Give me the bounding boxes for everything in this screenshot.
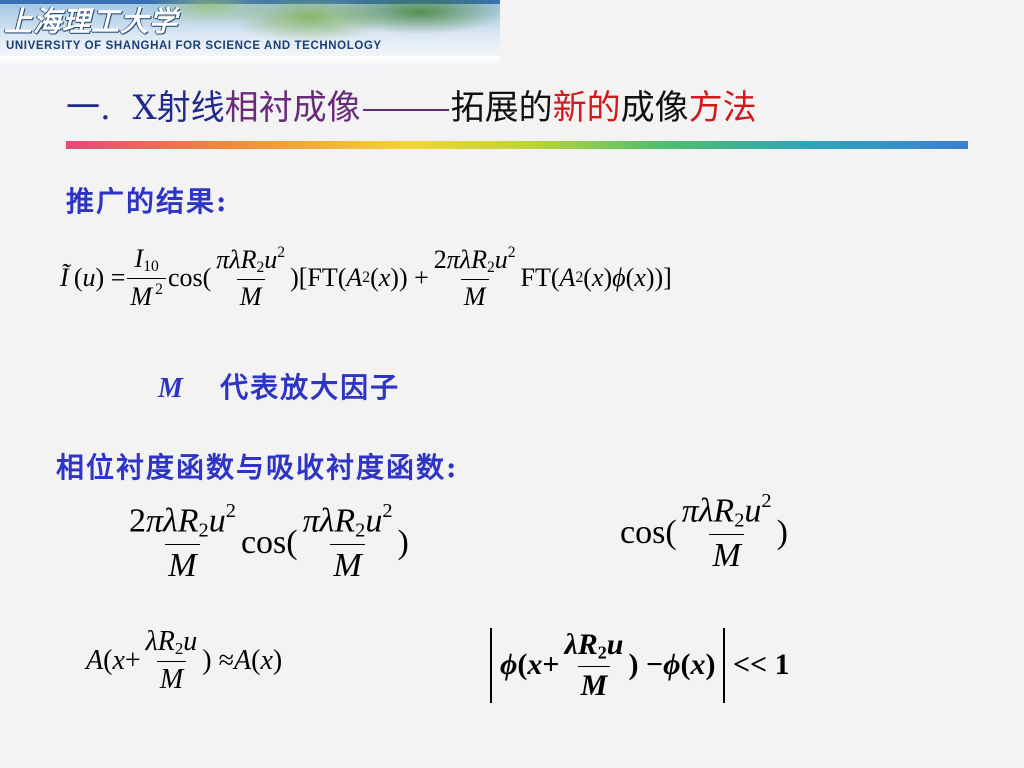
title-part3: 拓展的 [450,88,553,128]
label-generalized-result: 推广的结果: [66,185,229,218]
m-symbol: M [158,373,185,404]
title-part2: 相衬成像 [224,88,361,128]
title-part6: 方法 [688,88,757,128]
slide-title: 一. X射线相衬成像 拓展的新的成像方法 [66,84,757,132]
university-logo-chinese: 上海理工大学 [4,5,179,38]
title-rainbow-divider [66,141,968,149]
university-logo-english: UNIVERSITY OF SHANGHAI FOR SCIENCE AND T… [6,40,382,52]
title-dash [362,109,449,111]
label-contrast-functions: 相位衬度函数与吸收衬度函数: [56,451,459,484]
title-part5: 成像 [620,88,689,128]
banner-underlay [0,56,500,68]
title-part4: 新的 [552,88,621,128]
title-prefix: 一. [66,88,111,128]
university-banner: 上海理工大学 UNIVERSITY OF SHANGHAI FOR SCIENC… [0,0,500,68]
m-definition: M 代表放大因子 [158,366,400,406]
title-part1: X射线 [132,88,225,128]
m-meaning: 代表放大因子 [220,371,401,404]
